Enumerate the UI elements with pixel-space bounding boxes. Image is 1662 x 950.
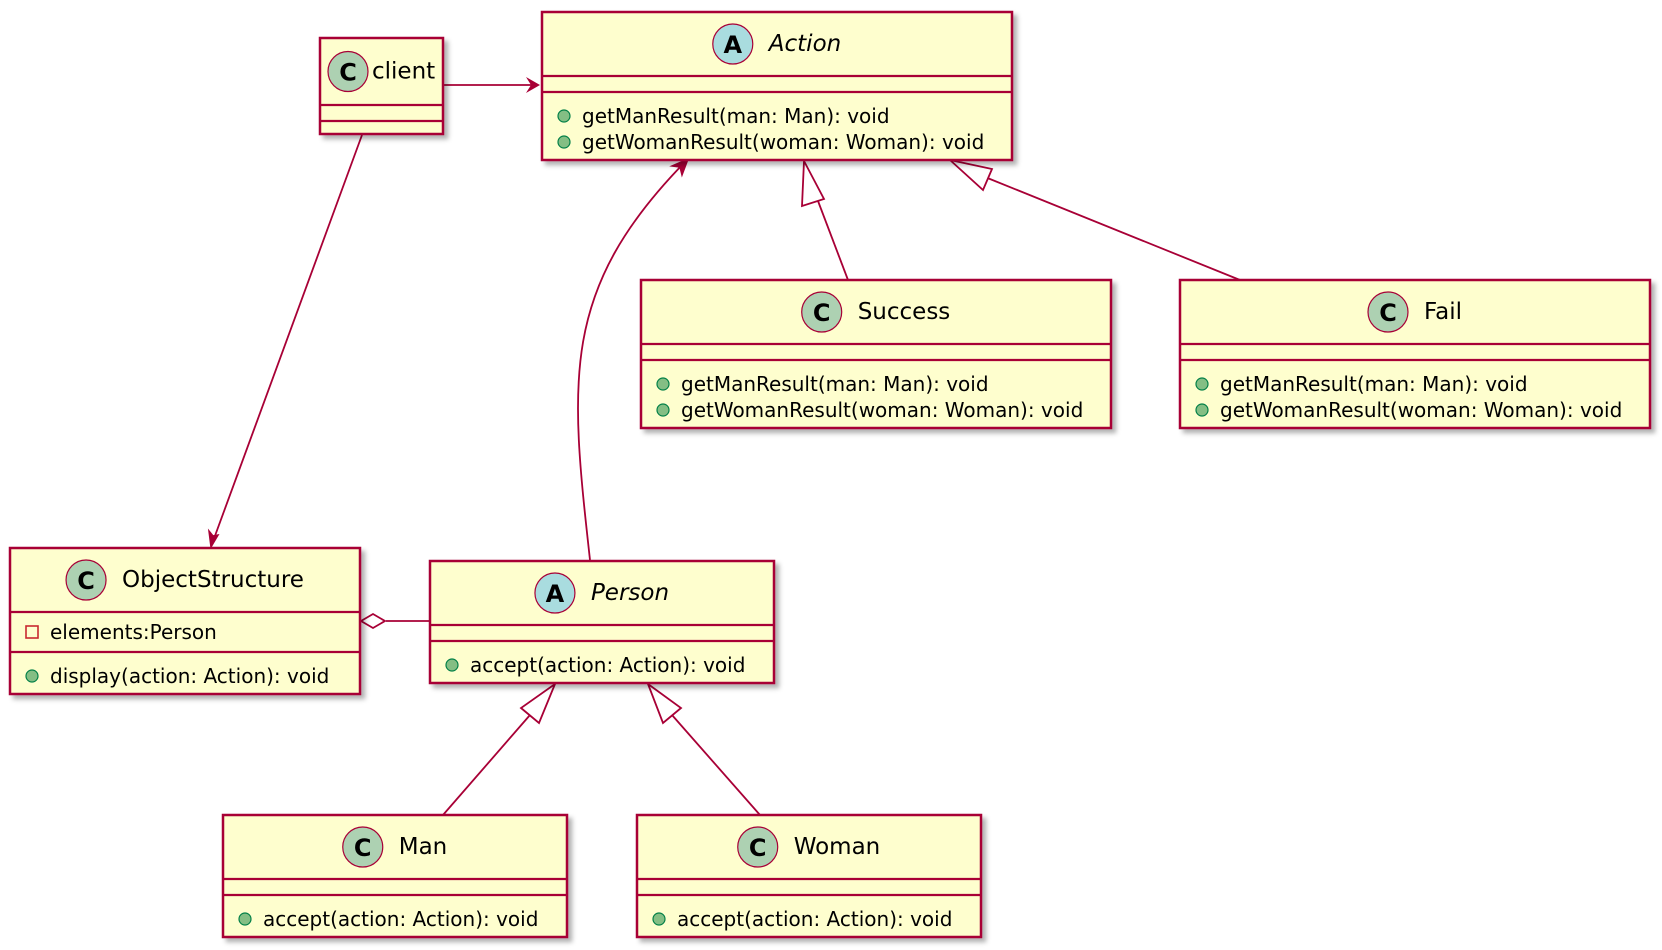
aggregation-diamond-icon: [359, 612, 387, 630]
class-name: Action: [767, 31, 841, 57]
generalization-arrow-icon: [646, 681, 683, 725]
spot-letter: C: [354, 834, 372, 862]
class-name: Woman: [794, 834, 881, 860]
relation-objectstructure-person: [359, 612, 430, 630]
spot-letter: C: [1379, 299, 1397, 327]
class-name: Fail: [1424, 299, 1462, 325]
arrowhead-icon: [669, 157, 690, 178]
class-method: getManResult(man: Man): void: [1220, 372, 1528, 396]
class-box-frame: [428, 559, 776, 685]
class-box-frame: [540, 10, 1014, 162]
class-method: getWomanResult(woman: Woman): void: [582, 130, 984, 154]
generalization-arrow-icon: [946, 158, 994, 192]
class-spot-icon: [327, 50, 369, 93]
class-method: accept(action: Action): void: [677, 907, 952, 931]
class-method: display(action: Action): void: [50, 664, 329, 688]
generalization-arrow-icon: [801, 157, 826, 208]
public-visibility-icon: [557, 135, 571, 149]
class-spot-icon: [737, 826, 779, 868]
class-name: Success: [858, 299, 951, 325]
class-spot-icon: [1367, 291, 1409, 333]
class-client[interactable]: client C: [318, 36, 445, 136]
public-visibility-icon: [656, 377, 670, 391]
public-visibility-icon: [445, 658, 459, 672]
class-name: ObjectStructure: [122, 567, 304, 593]
public-visibility-icon: [238, 912, 252, 926]
class-box-frame: [639, 278, 1113, 430]
private-visibility-icon: [25, 625, 39, 639]
class-spot-icon: [65, 559, 107, 601]
relation-fail-action: [946, 158, 1241, 281]
class-attribute: elements:Person: [50, 620, 217, 644]
relation-client-action: [443, 77, 540, 93]
spot-letter: C: [339, 59, 357, 87]
class-method: accept(action: Action): void: [470, 653, 745, 677]
spot-letter: A: [546, 580, 565, 608]
public-visibility-icon: [652, 912, 666, 926]
public-visibility-icon: [1195, 377, 1209, 391]
abstract-class-spot-icon: [534, 572, 576, 614]
class-box-frame: [1178, 278, 1652, 430]
class-method: getManResult(man: Man): void: [681, 372, 989, 396]
public-visibility-icon: [656, 403, 670, 417]
relations: [207, 77, 1241, 816]
class-method: getManResult(man: Man): void: [582, 104, 890, 128]
public-visibility-icon: [1195, 403, 1209, 417]
class-spot-icon: [342, 826, 384, 868]
relation-person-action: [577, 157, 690, 561]
spot-letter: A: [723, 31, 742, 59]
class-name: Person: [591, 580, 669, 606]
relation-woman-person: [646, 681, 761, 816]
class-method: getWomanResult(woman: Woman): void: [1220, 398, 1622, 422]
relation-success-action: [801, 157, 849, 281]
abstract-class-spot-icon: [712, 23, 754, 65]
spot-letter: C: [813, 299, 831, 327]
spot-letter: C: [77, 567, 95, 595]
public-visibility-icon: [25, 669, 39, 683]
relation-man-person: [442, 681, 558, 816]
class-name: Man: [399, 834, 448, 860]
generalization-arrow-icon: [519, 681, 558, 725]
class-box-frame: [635, 813, 983, 939]
class-method: getWomanResult(woman: Woman): void: [681, 398, 1083, 422]
class-name: client: [372, 59, 435, 85]
arrowhead-icon: [207, 528, 220, 550]
class-box-frame: [221, 813, 569, 939]
class-spot-icon: [801, 291, 843, 333]
relation-client-objectstructure: [207, 134, 363, 550]
public-visibility-icon: [557, 109, 571, 123]
class-method: accept(action: Action): void: [263, 907, 538, 931]
spot-letter: C: [749, 834, 767, 862]
arrowhead-icon: [526, 77, 540, 93]
